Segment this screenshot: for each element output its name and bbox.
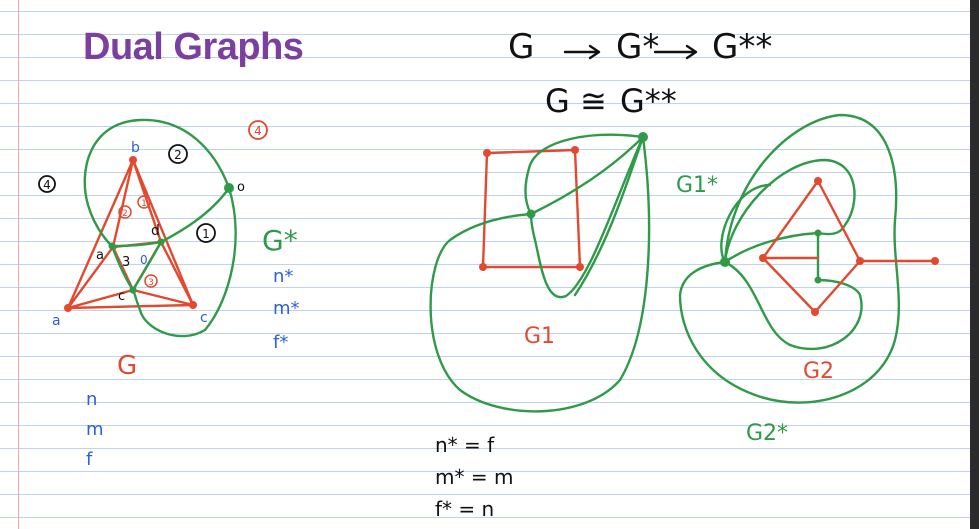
graph-param-f: f — [86, 449, 93, 470]
dual-g1-star-edges — [429, 133, 651, 413]
graph-param-n: n — [86, 389, 97, 410]
dual-g-star-vertices — [108, 183, 234, 294]
chain-g-star-star: G** — [712, 27, 772, 67]
dual-chain-notation: G G* G** G ≅ G** — [508, 27, 772, 120]
equation-n: n* = f — [435, 433, 495, 457]
arrow-1-icon — [563, 44, 601, 60]
label-vertex-inner-top-right: d — [151, 223, 160, 239]
label-vertex-top: b — [131, 140, 140, 156]
graph-g2-vertices — [759, 177, 939, 316]
graph-g2-label: G2 — [803, 359, 834, 384]
face-label-right: 1 — [196, 223, 216, 243]
svg-text:3: 3 — [148, 278, 154, 288]
dual-name-g-star: G* — [262, 224, 298, 257]
dual-param-n: n* — [273, 266, 293, 287]
middle-figure: G1 n* = f m* = m f* = n — [429, 132, 651, 521]
graph-g1-label: G1 — [524, 324, 555, 349]
dual-param-m: m* — [273, 298, 300, 319]
iso-right: G** — [620, 82, 677, 120]
label-vertex-bottom-right: c — [200, 310, 208, 326]
dual-g1-star-vertices — [526, 132, 648, 219]
graph-g1-vertices — [479, 146, 584, 271]
dual-g1-star-label: G1* — [676, 173, 718, 198]
graph-param-m: m — [86, 419, 104, 440]
svg-text:1: 1 — [141, 199, 147, 209]
chain-g-star: G* — [616, 27, 659, 67]
left-figure: b a c a d c o 4 4 2 1 — [38, 118, 300, 470]
label-dual-outer: o — [237, 180, 245, 195]
face-label-face-tr: 1 — [137, 195, 151, 209]
window-edge — [970, 0, 979, 529]
label-vertex-inner-left: a — [96, 248, 104, 263]
graph-g2-edges — [761, 179, 937, 314]
face-label-outer-right: 4 — [248, 120, 268, 140]
svg-text:2: 2 — [122, 209, 128, 219]
face-label-center-left: 3 — [122, 255, 130, 270]
equation-m: m* = m — [435, 465, 513, 489]
svg-text:4: 4 — [254, 124, 262, 138]
face-label-center-bottom: 3 — [144, 274, 158, 288]
face-label-face-tl: 2 — [118, 205, 132, 219]
face-label-center-right: 0 — [140, 253, 148, 267]
iso-left: G — [545, 82, 570, 120]
svg-text:1: 1 — [202, 227, 210, 241]
chain-g: G — [508, 27, 534, 67]
iso-symbol: ≅ — [580, 82, 607, 120]
svg-text:4: 4 — [43, 178, 51, 192]
svg-text:2: 2 — [174, 148, 182, 162]
dual-g2-star-edges — [678, 113, 900, 404]
label-vertex-bottom-left: a — [52, 313, 61, 329]
dual-g2-star-vertices — [720, 229, 822, 284]
label-vertex-inner-bottom: c — [118, 289, 125, 304]
dual-g2-star-label: G2* — [746, 421, 788, 446]
dual-param-f: f* — [273, 332, 288, 353]
page-title: Dual Graphs — [83, 26, 304, 68]
arrow-2-icon — [653, 44, 698, 60]
graph-name-g: G — [117, 351, 137, 381]
right-figure: G1* G2 G2* — [676, 113, 939, 446]
dual-g-star-edges — [83, 118, 237, 338]
graph-g1-edges — [481, 148, 582, 269]
face-label-outer-left: 4 — [38, 175, 56, 193]
equation-f: f* = n — [435, 497, 494, 521]
face-label-top: 2 — [168, 144, 188, 164]
